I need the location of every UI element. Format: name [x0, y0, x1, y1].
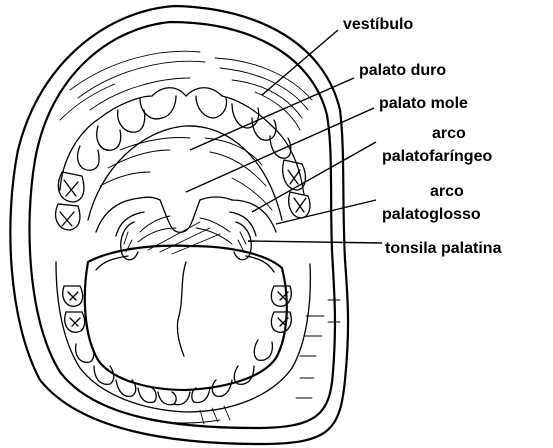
label-arco-palatoglosso-line1: arco: [430, 183, 464, 200]
leader-tonsila-palatina: [248, 241, 382, 243]
upper-teeth: [56, 88, 310, 230]
lips: [10, 6, 348, 444]
leader-arco-palatofaringeo: [252, 142, 376, 212]
label-tonsila-palatina: tonsila palatina: [385, 240, 502, 257]
lower-teeth: [56, 262, 340, 424]
label-palato-mole: palato mole: [379, 95, 468, 112]
labels: vestíbulo palato duro palato mole arco p…: [343, 16, 502, 257]
upper-lip-hatching: [60, 51, 312, 130]
leader-lines: [186, 30, 382, 243]
tongue: [85, 246, 287, 390]
leader-vestibulo: [262, 30, 338, 95]
label-palato-duro: palato duro: [359, 62, 446, 79]
leader-palato-mole: [186, 108, 374, 192]
label-arco-palatofaringeo-line1: arco: [432, 125, 466, 142]
palate: [88, 126, 282, 232]
label-arco-palatofaringeo-line2: palatofaríngeo: [382, 148, 492, 165]
label-vestibulo: vestíbulo: [343, 16, 413, 33]
label-arco-palatoglosso-line2: palatoglosso: [382, 206, 481, 223]
